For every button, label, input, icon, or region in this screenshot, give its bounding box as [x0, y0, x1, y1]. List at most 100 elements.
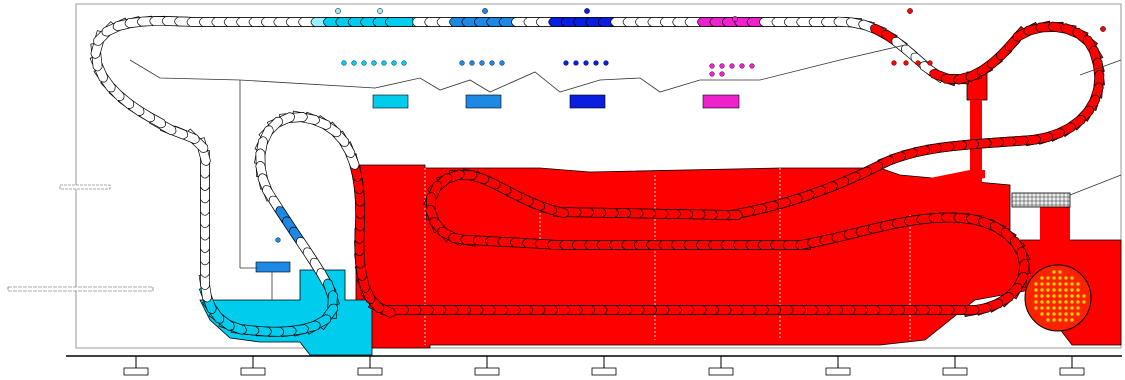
- station-dot: [891, 60, 897, 66]
- burner-dot: [1064, 276, 1068, 280]
- burner-dot: [1076, 294, 1080, 298]
- station-dot: [709, 63, 715, 69]
- burner-dot: [1052, 306, 1056, 310]
- burner-dot: [1082, 300, 1086, 304]
- station-dot: [391, 60, 397, 66]
- conveyor-parts: [89, 15, 1105, 338]
- burner-dot: [1064, 312, 1068, 316]
- burner-dot: [1058, 294, 1062, 298]
- burner-dot: [1034, 282, 1038, 286]
- burner-dot: [1070, 306, 1074, 310]
- oven-duct-leg: [1040, 205, 1070, 250]
- burner-dot: [1076, 306, 1080, 310]
- burner-dot: [1070, 312, 1074, 316]
- station-dot: [459, 60, 465, 66]
- burner-dot: [1064, 306, 1068, 310]
- track-tail-line: [1079, 59, 1122, 76]
- burner-dot: [1046, 306, 1050, 310]
- burner-dot: [1046, 288, 1050, 292]
- station-dot: [584, 8, 590, 14]
- station-dot: [563, 60, 569, 66]
- burner-dot: [1034, 288, 1038, 292]
- oven-duct-branch: [895, 170, 985, 215]
- station-dot: [381, 60, 387, 66]
- burner-dot: [1076, 300, 1080, 304]
- station-dot: [335, 8, 341, 14]
- burner-dot: [1052, 276, 1056, 280]
- station-indicator-dots: [275, 8, 1106, 243]
- oven-main-block: [355, 164, 1122, 349]
- station-dot: [482, 8, 488, 14]
- station-dot: [371, 60, 377, 66]
- burner-dot: [1076, 288, 1080, 292]
- burner-dot: [1052, 318, 1056, 322]
- support-foot: [825, 367, 851, 376]
- support-foot: [1059, 367, 1085, 376]
- dip-tanks: [372, 94, 740, 109]
- burner-dot: [1076, 312, 1080, 316]
- support-foot: [240, 367, 266, 376]
- burner-dot: [1064, 282, 1068, 286]
- burner-dot: [1058, 318, 1062, 322]
- station-dot: [351, 60, 357, 66]
- burner-dot: [1070, 318, 1074, 322]
- burner-dot: [1058, 270, 1062, 274]
- station-dot: [915, 60, 921, 66]
- burner-dot: [1046, 318, 1050, 322]
- burner-dot: [1046, 282, 1050, 286]
- station-dot: [709, 71, 715, 77]
- station-dot: [903, 60, 909, 66]
- station-dot: [729, 63, 735, 69]
- burner-dot: [1046, 276, 1050, 280]
- station-dot: [593, 60, 599, 66]
- burner-dot: [1046, 300, 1050, 304]
- oven-burner: [1024, 264, 1092, 332]
- burner-dot: [1040, 300, 1044, 304]
- burner-dot: [1052, 300, 1056, 304]
- oven-filter-grid-lines: [1012, 193, 1070, 207]
- burner-dot: [1070, 282, 1074, 286]
- station-dot: [275, 237, 281, 243]
- support-foot: [123, 367, 149, 376]
- burner-dot: [1058, 282, 1062, 286]
- support-foot: [942, 367, 968, 376]
- burner-dot: [1052, 312, 1056, 316]
- burner-dot: [1040, 294, 1044, 298]
- legend-bar-lower: [7, 286, 154, 292]
- oven-burner-dots: [1034, 270, 1086, 322]
- burner-dot: [1082, 294, 1086, 298]
- support-foot: [708, 367, 734, 376]
- upper-track: [129, 44, 1122, 93]
- burner-dot: [1034, 300, 1038, 304]
- station-dot: [739, 63, 745, 69]
- station-dot: [583, 60, 589, 66]
- station-dot: [719, 71, 725, 77]
- burner-dot: [1052, 282, 1056, 286]
- track-return-line: [129, 44, 906, 93]
- burner-dot: [1070, 294, 1074, 298]
- burner-dot: [1064, 300, 1068, 304]
- conveyor-part: [385, 17, 414, 27]
- station-dot: [573, 60, 579, 66]
- burner-dot: [1064, 318, 1068, 322]
- oven-filter-grid: [1011, 192, 1071, 208]
- burner-dot: [1040, 306, 1044, 310]
- support-legs: [123, 356, 1085, 376]
- burner-dot: [1046, 312, 1050, 316]
- legend-bars: [7, 184, 154, 292]
- pretreatment-tank-label: [255, 261, 291, 273]
- burner-dot: [1046, 294, 1050, 298]
- burner-dot: [1064, 288, 1068, 292]
- oven-outlet-line: [1069, 174, 1122, 196]
- navy-tank: [569, 94, 606, 109]
- station-dot: [1100, 26, 1106, 32]
- burner-dot: [1076, 282, 1080, 286]
- burner-dot: [1040, 282, 1044, 286]
- burner-dot: [1034, 294, 1038, 298]
- station-dot: [489, 60, 495, 66]
- legend-bar-upper: [59, 184, 111, 190]
- magenta-tank: [702, 94, 740, 109]
- burner-dot: [1052, 288, 1056, 292]
